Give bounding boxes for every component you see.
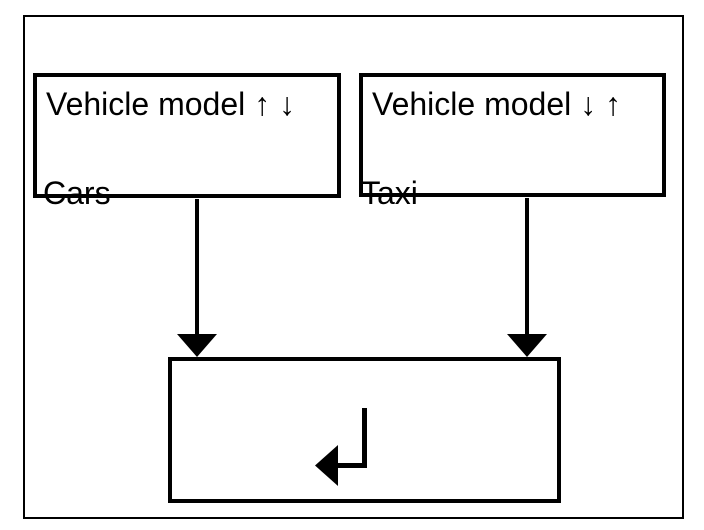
return-arrow-icon <box>315 408 367 486</box>
caption-cars: Cars <box>43 175 111 211</box>
node-title: Vehicle model ↑ ↓ <box>46 86 296 122</box>
figure-border <box>23 15 684 519</box>
node-vehicle-model-desc: Vehicle model ↓ ↑ <box>359 73 666 197</box>
node-title: Vehicle model ↓ ↑ <box>372 86 622 122</box>
node-vehicle-model-asc: Vehicle model ↑ ↓ <box>33 73 341 198</box>
caption-taxi: Taxi <box>361 175 418 211</box>
